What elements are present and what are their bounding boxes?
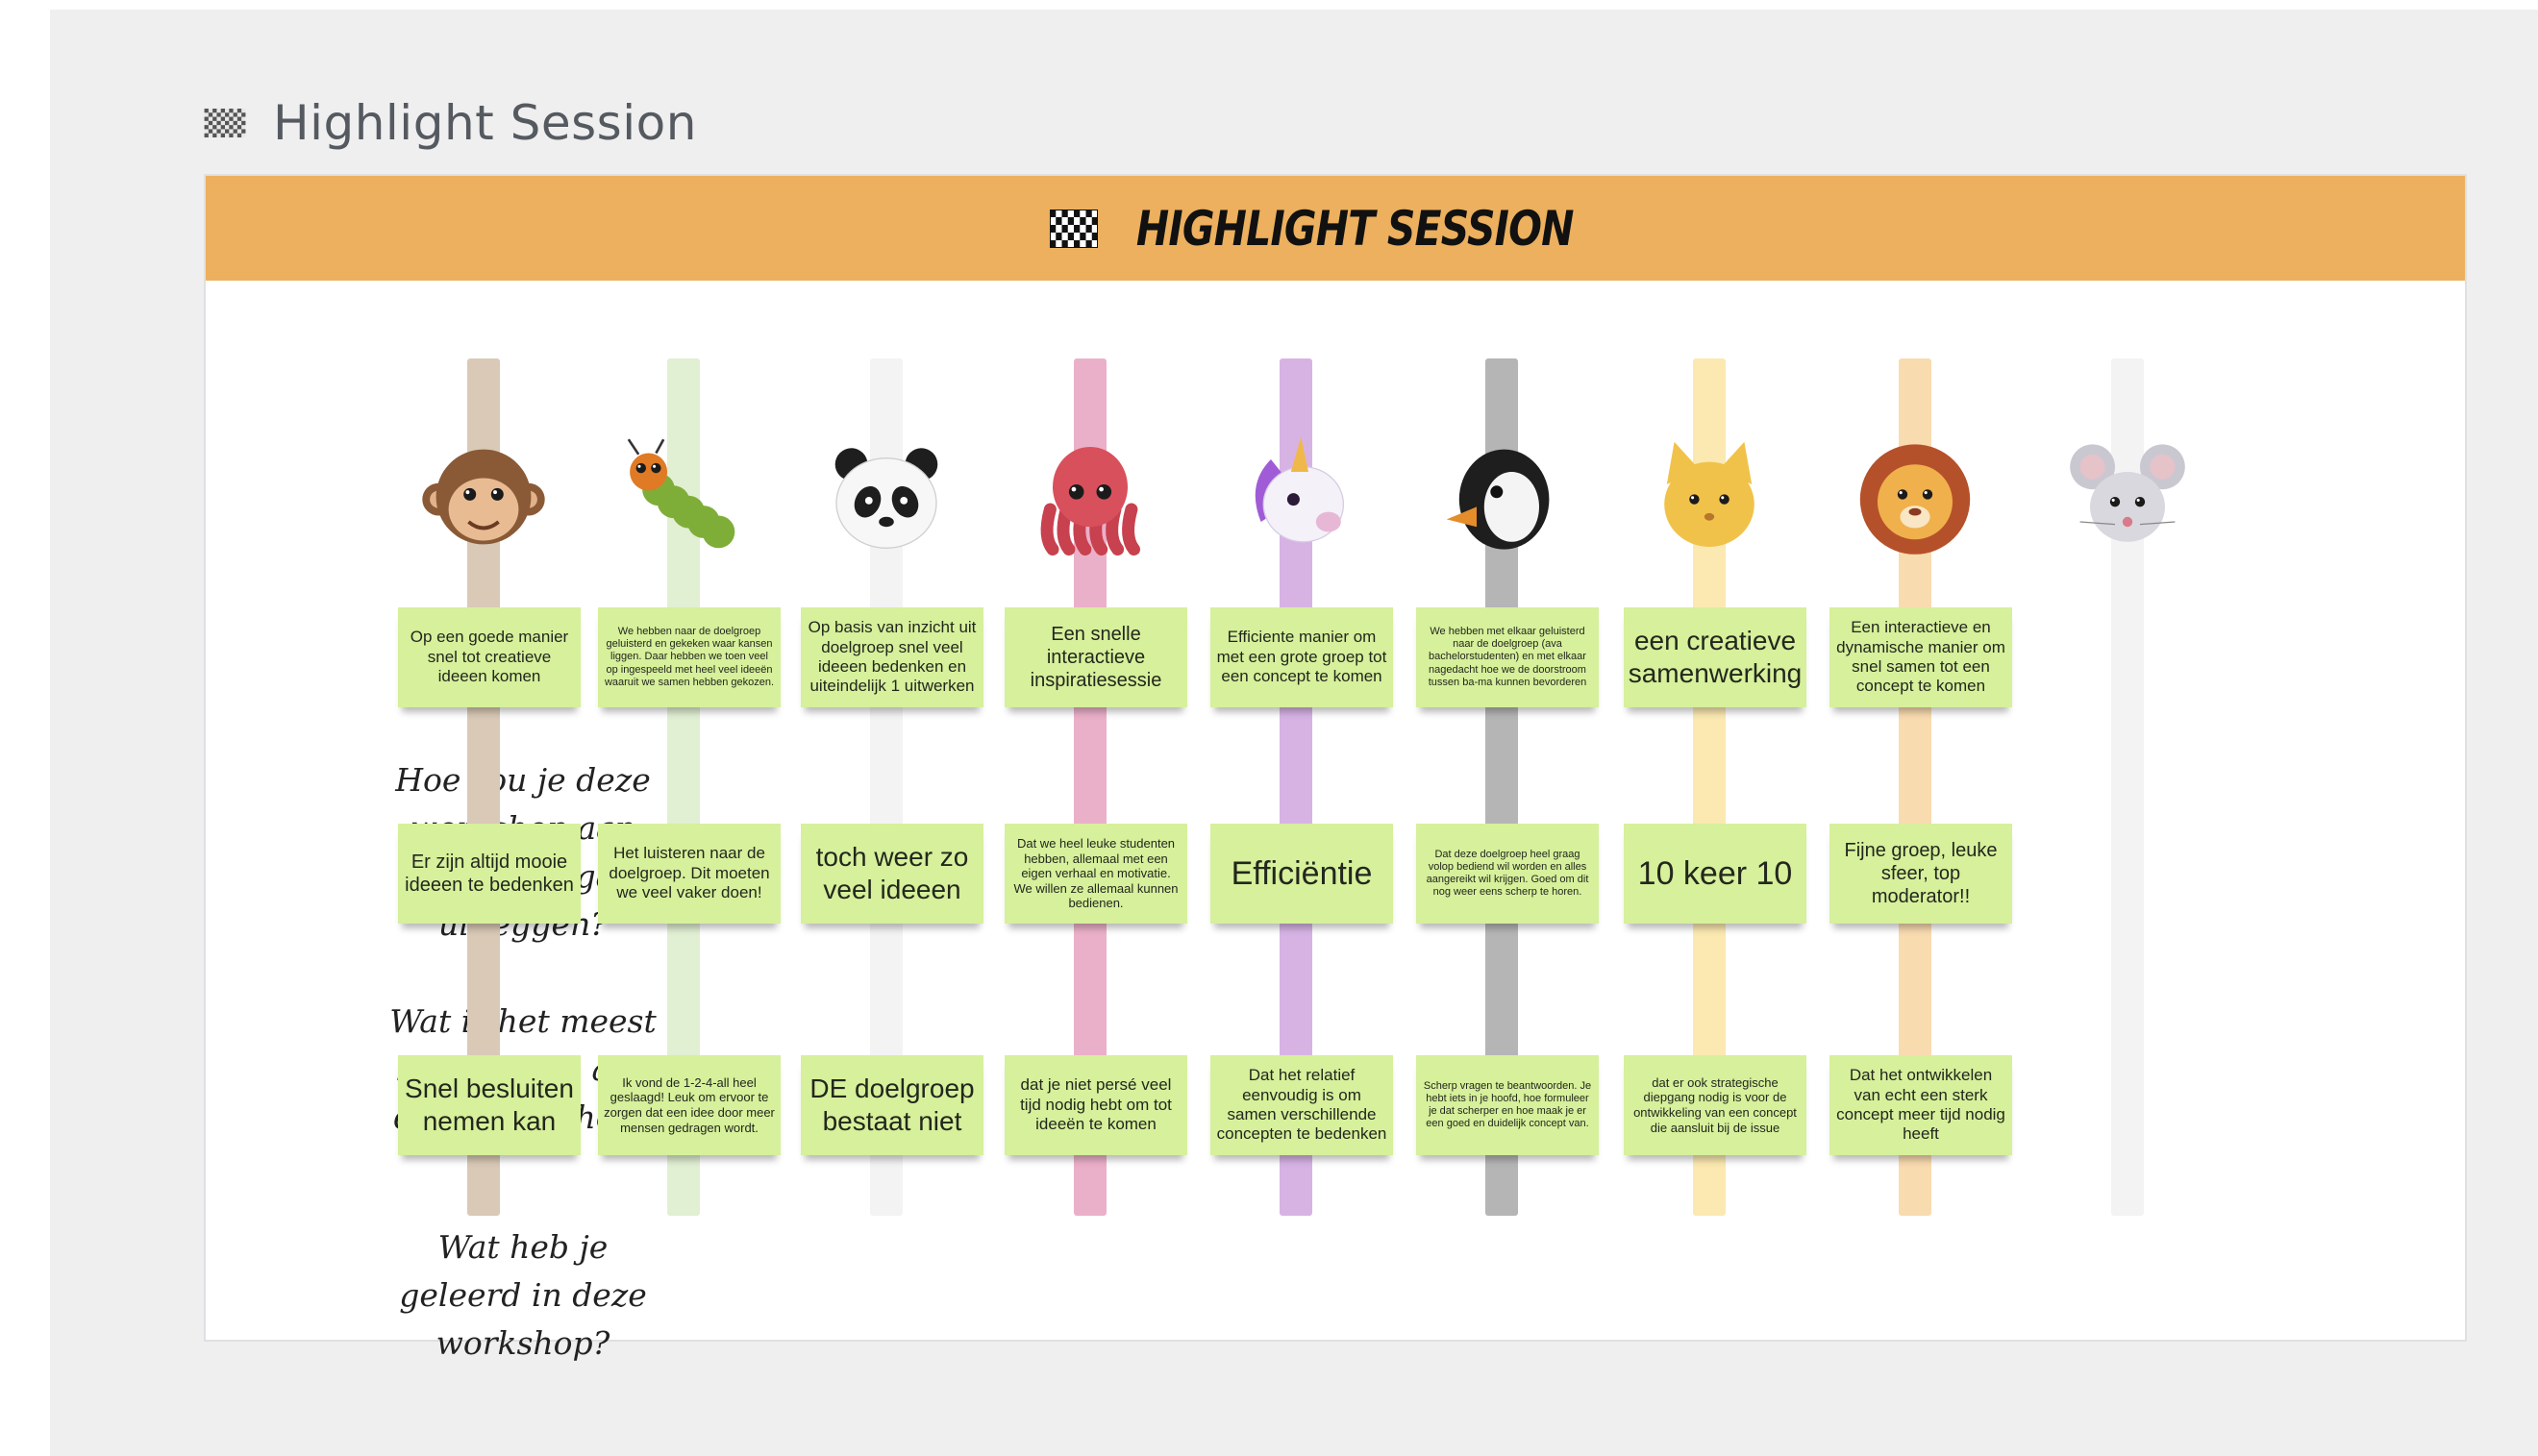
sticky-note[interactable]: een creatieve samenwerking bbox=[1624, 607, 1806, 707]
checkered-flag-icon bbox=[1049, 209, 1098, 248]
sticky-note-text: 10 keer 10 bbox=[1637, 854, 1793, 892]
penguin-icon bbox=[1446, 449, 1550, 550]
sticky-note[interactable]: dat je niet persé veel tijd nodig hebt o… bbox=[1005, 1055, 1187, 1155]
sticky-note-text: Scherp vragen te beantwoorden. Je hebt i… bbox=[1423, 1079, 1592, 1130]
sticky-note[interactable]: toch weer zo veel ideeen bbox=[801, 824, 983, 924]
sticky-note[interactable]: Ik vond de 1-2-4-all heel geslaagd! Leuk… bbox=[598, 1055, 781, 1155]
sticky-note[interactable]: Fijne groep, leuke sfeer, top moderator!… bbox=[1829, 824, 2012, 924]
caterpillar-icon bbox=[627, 438, 735, 549]
sticky-note-text: Een interactieve en dynamische manier om… bbox=[1836, 618, 2005, 696]
checkered-flag-icon bbox=[204, 109, 246, 137]
sticky-note[interactable]: Op een goede manier snel tot creatieve i… bbox=[398, 607, 581, 707]
frame-title[interactable]: Highlight Session bbox=[204, 92, 697, 154]
sticky-note-text: Snel besluiten nemen kan bbox=[405, 1073, 574, 1136]
sticky-note[interactable]: Er zijn altijd mooie ideeen te bedenken bbox=[398, 824, 581, 924]
sticky-note-text: DE doelgroep bestaat niet bbox=[809, 1073, 975, 1136]
sticky-note[interactable]: DE doelgroep bestaat niet bbox=[801, 1055, 983, 1155]
sticky-note[interactable]: Een snelle interactieve inspiratiesessie bbox=[1005, 607, 1187, 707]
octopus-icon bbox=[1040, 447, 1140, 556]
sticky-note[interactable]: We hebben naar de doelgroep geluisterd e… bbox=[598, 607, 781, 707]
sticky-note-text: Fijne groep, leuke sfeer, top moderator!… bbox=[1844, 840, 1998, 907]
sticky-note-text: Ik vond de 1-2-4-all heel geslaagd! Leuk… bbox=[604, 1074, 775, 1135]
sticky-note[interactable]: Een interactieve en dynamische manier om… bbox=[1829, 607, 2012, 707]
sticky-note[interactable]: Dat het relatief eenvoudig is om samen v… bbox=[1210, 1055, 1393, 1155]
cat-icon bbox=[1664, 441, 1754, 547]
sticky-note-text: toch weer zo veel ideeen bbox=[815, 842, 969, 904]
sticky-note[interactable]: Dat het ontwikkelen van echt een sterk c… bbox=[1829, 1055, 2012, 1155]
banner-title: HIGHLIGHT SESSION bbox=[1135, 200, 1575, 257]
frame-title-text: Highlight Session bbox=[273, 95, 697, 151]
sticky-note[interactable]: Efficiëntie bbox=[1210, 824, 1393, 924]
panda-icon bbox=[834, 448, 938, 549]
sticky-note-text: Er zijn altijd mooie ideeen te bedenken bbox=[405, 851, 574, 896]
sticky-note-text: Een snelle interactieve inspiratiesessie bbox=[1030, 624, 1162, 691]
sticky-note-text: We hebben met elkaar geluisterd naar de … bbox=[1428, 626, 1587, 688]
sticky-note[interactable]: Dat deze doelgroep heel graag volop bedi… bbox=[1416, 824, 1599, 924]
sticky-note-text: Efficiente manier om met een grote groep… bbox=[1216, 628, 1387, 686]
banner: HIGHLIGHT SESSION bbox=[206, 176, 2465, 281]
question-3[interactable]: Wat heb je geleerd in deze workshop? bbox=[399, 1228, 647, 1362]
sticky-note-text: Op een goede manier snel tot creatieve i… bbox=[410, 628, 569, 686]
unicorn-icon bbox=[1255, 436, 1345, 543]
sticky-note-text: dat je niet persé veel tijd nodig hebt o… bbox=[1020, 1075, 1172, 1134]
sticky-note[interactable]: We hebben met elkaar geluisterd naar de … bbox=[1416, 607, 1599, 707]
monkey-icon bbox=[422, 449, 545, 545]
sticky-note-text: Dat deze doelgroep heel graag volop bedi… bbox=[1426, 848, 1589, 899]
mouse-icon bbox=[2070, 444, 2185, 542]
sticky-note-text: dat er ook strategische diepgang nodig i… bbox=[1633, 1074, 1797, 1135]
lion-icon bbox=[1859, 444, 1971, 555]
sticky-note-text: Op basis van inzicht uit doelgroep snel … bbox=[808, 618, 977, 696]
sticky-note[interactable]: dat er ook strategische diepgang nodig i… bbox=[1624, 1055, 1806, 1155]
whiteboard-canvas[interactable]: Highlight Session HIGHLIGHT SESSION Hoe … bbox=[50, 10, 2538, 1456]
sticky-note[interactable]: Efficiente manier om met een grote groep… bbox=[1210, 607, 1393, 707]
sticky-note-text: Dat we heel leuke studenten hebben, alle… bbox=[1013, 836, 1179, 911]
sticky-note[interactable]: Snel besluiten nemen kan bbox=[398, 1055, 581, 1155]
sticky-note[interactable]: Op basis van inzicht uit doelgroep snel … bbox=[801, 607, 983, 707]
sticky-note[interactable]: Scherp vragen te beantwoorden. Je hebt i… bbox=[1416, 1055, 1599, 1155]
sticky-note-text: een creatieve samenwerking bbox=[1628, 626, 1803, 688]
sticky-note-text: We hebben naar de doelgroep geluisterd e… bbox=[604, 626, 775, 688]
sticky-note-text: Efficiëntie bbox=[1231, 854, 1373, 892]
sticky-note-text: Het luisteren naar de doelgroep. Dit moe… bbox=[609, 844, 770, 902]
sticky-note-text: Dat het ontwikkelen van echt een sterk c… bbox=[1836, 1066, 2005, 1144]
sticky-note-text: Dat het relatief eenvoudig is om samen v… bbox=[1216, 1066, 1387, 1144]
highlight-session-frame[interactable]: HIGHLIGHT SESSION Hoe zou je deze worksh… bbox=[204, 174, 2467, 1362]
sticky-note[interactable]: Dat we heel leuke studenten hebben, alle… bbox=[1005, 824, 1187, 924]
sticky-note[interactable]: Het luisteren naar de doelgroep. Dit moe… bbox=[598, 824, 781, 924]
sticky-note[interactable]: 10 keer 10 bbox=[1624, 824, 1806, 924]
